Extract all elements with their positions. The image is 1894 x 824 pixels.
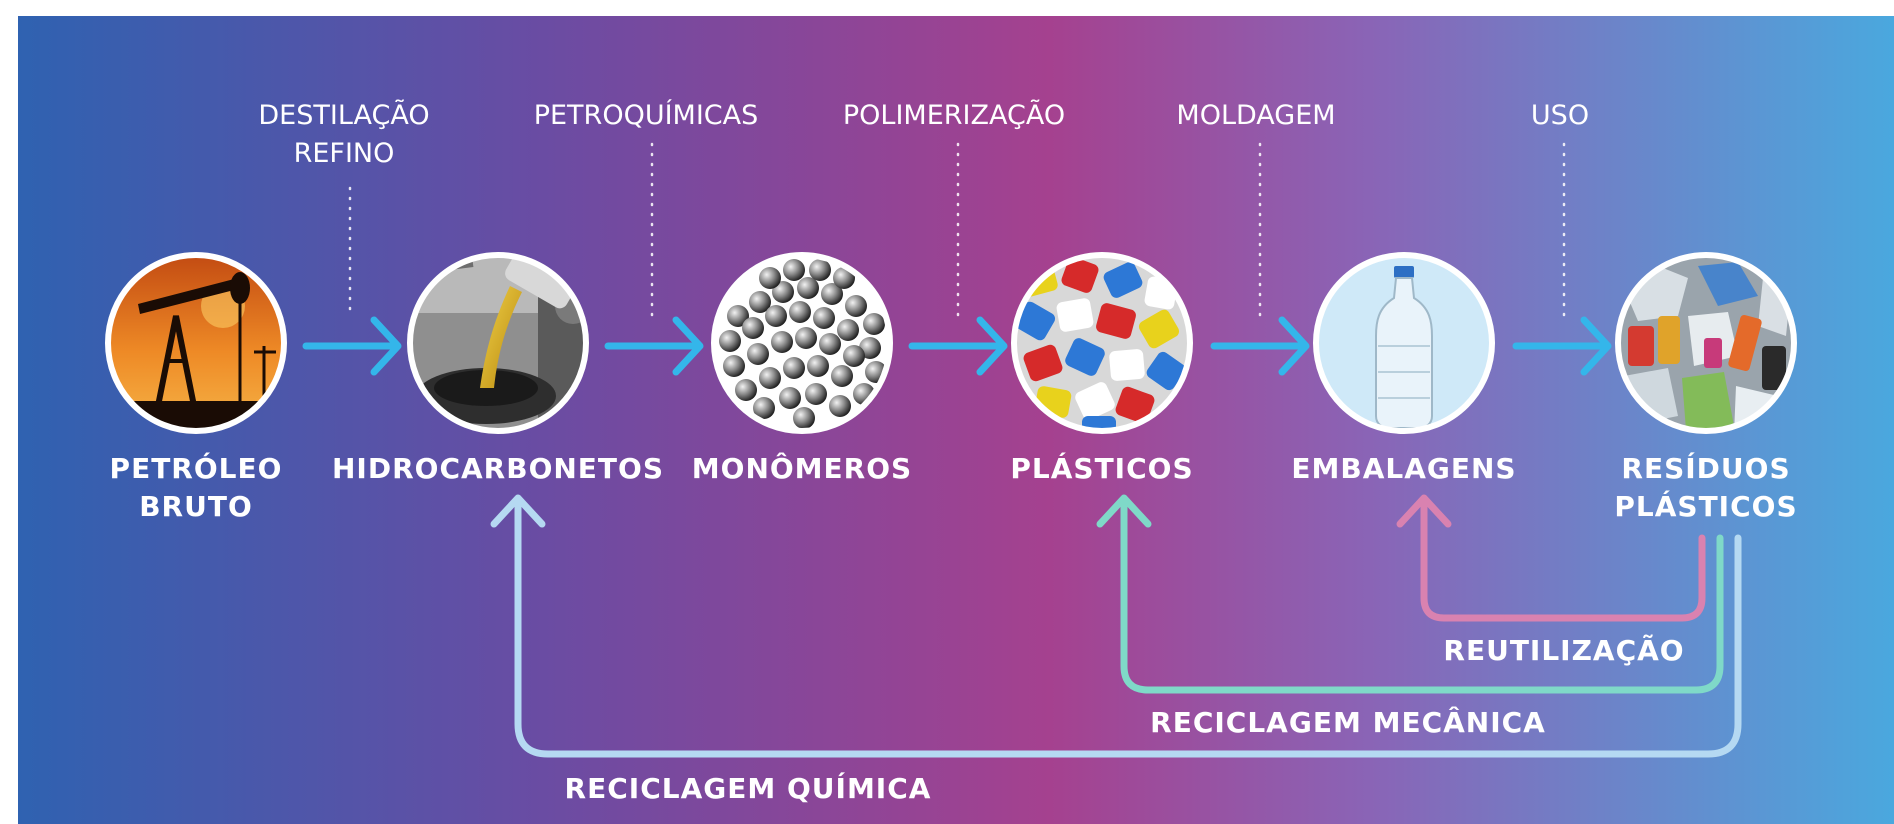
loop-label-mechanical: RECICLAGEM MECÂNICA <box>1150 705 1546 739</box>
step-label-use: USO <box>1531 100 1589 131</box>
loop-chemical-arrowhead <box>490 494 546 528</box>
flow-arrows <box>302 316 1612 376</box>
loop-label-reuse: REUTILIZAÇÃO <box>1443 633 1684 667</box>
step-label-polymerization: POLIMERIZAÇÃO <box>843 99 1065 131</box>
loop-mechanical-line <box>1120 496 1724 694</box>
loop-chemical-line <box>514 496 1742 758</box>
node-label-packaging: EMBALAGENS <box>1291 452 1516 485</box>
dotted-connectors <box>348 142 1566 320</box>
node-label-waste-line2: PLÁSTICOS <box>1614 489 1797 523</box>
flow-arrow-1 <box>302 316 402 376</box>
node-label-hydrocarbons: HIDROCARBONETOS <box>332 452 664 485</box>
node-ring <box>105 252 287 434</box>
step-label-refining: REFINO <box>294 138 395 169</box>
node-ring <box>1011 252 1193 434</box>
flow-arrow-4 <box>1210 316 1310 376</box>
node-label-waste: RESÍDUOS <box>1621 451 1790 485</box>
flow-arrow-5 <box>1512 316 1612 376</box>
diagram-panel: DESTILAÇÃO REFINO PETROQUÍMICAS POLIMERI… <box>18 16 1894 824</box>
node-waste-image <box>1615 252 1797 434</box>
node-label-crude-oil: PETRÓLEO <box>110 451 283 485</box>
loop-reuse: REUTILIZAÇÃO <box>1396 494 1706 667</box>
node-label-crude-oil-line2: BRUTO <box>139 490 253 523</box>
node-label-monomers: MONÔMEROS <box>692 451 912 485</box>
loop-chemical: RECICLAGEM QUÍMICA <box>490 494 1742 805</box>
flow-arrow-3 <box>908 316 1008 376</box>
step-label-molding: MOLDAGEM <box>1176 100 1335 131</box>
node-ring <box>711 252 893 434</box>
node-packaging-image <box>1313 252 1495 434</box>
loop-reuse-line <box>1420 496 1706 622</box>
node-ring <box>407 252 589 434</box>
flow-arrow-2 <box>604 316 704 376</box>
node-labels: PETRÓLEO BRUTO HIDROCARBONETOS MONÔMEROS… <box>110 451 1797 523</box>
loop-mechanical-arrowhead <box>1096 494 1152 528</box>
step-label-distillation: DESTILAÇÃO <box>258 99 429 131</box>
step-label-petrochemicals: PETROQUÍMICAS <box>534 99 759 131</box>
loop-mechanical: RECICLAGEM MECÂNICA <box>1096 494 1724 739</box>
loop-label-chemical: RECICLAGEM QUÍMICA <box>565 771 932 805</box>
loop-reuse-arrowhead <box>1396 494 1452 528</box>
node-hydrocarbons-image <box>407 252 589 434</box>
node-monomers-image <box>711 252 893 434</box>
node-label-plastics: PLÁSTICOS <box>1010 451 1193 485</box>
plastic-lifecycle-diagram: DESTILAÇÃO REFINO PETROQUÍMICAS POLIMERI… <box>105 99 1797 805</box>
node-plastics-image <box>1011 252 1193 434</box>
step-labels: DESTILAÇÃO REFINO PETROQUÍMICAS POLIMERI… <box>258 99 1589 169</box>
node-crude-oil-image <box>105 252 287 434</box>
node-ring <box>1313 252 1495 434</box>
node-ring <box>1615 252 1797 434</box>
